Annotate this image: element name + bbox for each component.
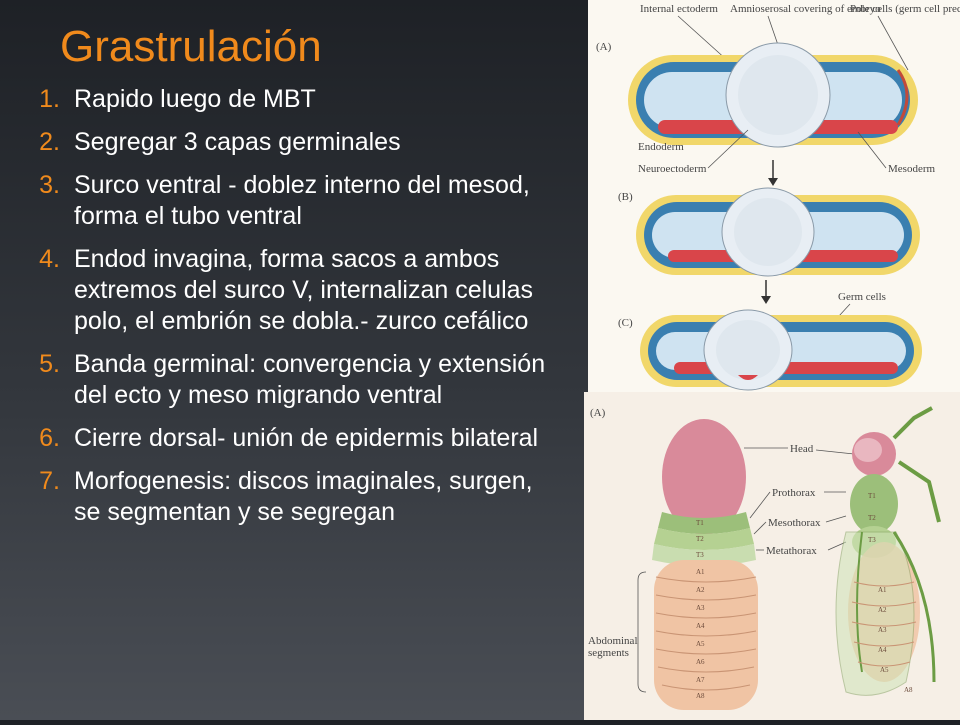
label-panel-c: (C) xyxy=(618,317,633,329)
list-item: 1. Rapido luego de MBT xyxy=(22,84,562,115)
list-item: 2. Segregar 3 capas germinales xyxy=(22,127,562,158)
adult-segment-a8: A8 xyxy=(904,686,913,694)
label-panel-b: (B) xyxy=(618,191,633,203)
segment-t1: T1 xyxy=(696,519,704,527)
segment-a1: A1 xyxy=(696,568,705,576)
list-item: 7. Morfogenesis: discos imaginales, surg… xyxy=(22,466,562,528)
adult-segment-t3: T3 xyxy=(868,536,876,544)
item-number: 4. xyxy=(39,245,60,273)
adult-segment-a5: A5 xyxy=(880,666,889,674)
label-pole-cells: Pole cells (germ cell precursors) xyxy=(850,3,960,15)
item-text: Cierre dorsal- unión de epidermis bilate… xyxy=(74,424,539,452)
adult-segment-a1: A1 xyxy=(878,586,887,594)
label-internal-ectoderm: Internal ectoderm xyxy=(640,3,718,15)
label-endoderm: Endoderm xyxy=(638,141,684,153)
adult-segment-a2: A2 xyxy=(878,606,887,614)
label-abdominal: Abdominal xyxy=(588,635,638,647)
list-item: 6. Cierre dorsal- unión de epidermis bil… xyxy=(22,423,562,454)
adult-segment-a4: A4 xyxy=(878,646,887,654)
gastrulation-figure: Internal ectoderm Amnioserosal covering … xyxy=(588,0,960,392)
embryo-c xyxy=(640,309,922,391)
segment-a8: A8 xyxy=(696,692,705,700)
item-number: 7. xyxy=(39,467,60,495)
item-text: Morfogenesis: discos imaginales, surgen,… xyxy=(74,467,533,526)
segment-a5: A5 xyxy=(696,640,705,648)
points-list: 1. Rapido luego de MBT 2. Segregar 3 cap… xyxy=(22,84,562,540)
item-number: 2. xyxy=(39,128,60,156)
adult-segment-t1: T1 xyxy=(868,492,876,500)
item-number: 5. xyxy=(39,350,60,378)
label-metathorax: Metathorax xyxy=(766,545,817,557)
embryo-b xyxy=(636,187,920,277)
gastrulation-diagram: Internal ectoderm Amnioserosal covering … xyxy=(596,3,960,391)
item-text: Surco ventral - doblez interno del mesod… xyxy=(74,171,530,230)
segment-a4: A4 xyxy=(696,622,705,630)
label-panel-a: (A) xyxy=(596,41,612,53)
segment-a6: A6 xyxy=(696,658,705,666)
label-head: Head xyxy=(790,443,814,455)
segment-a3: A3 xyxy=(696,604,705,612)
segmentation-figure: (A) T1 T2 T3 xyxy=(584,392,960,720)
item-text: Rapido luego de MBT xyxy=(74,85,316,113)
item-number: 6. xyxy=(39,424,60,452)
embryo-a xyxy=(628,42,918,148)
label-mesothorax: Mesothorax xyxy=(768,517,821,529)
label-amnioserosal: Amnioserosal covering of embryo xyxy=(730,3,881,15)
label-prothorax: Prothorax xyxy=(772,487,816,499)
adult-segment-t2: T2 xyxy=(868,514,876,522)
label-segments: segments xyxy=(588,647,629,659)
list-item: 4. Endod invagina, forma sacos a ambos e… xyxy=(22,244,562,337)
item-text: Segregar 3 capas germinales xyxy=(74,128,401,156)
list-item: 5. Banda germinal: convergencia y extens… xyxy=(22,349,562,411)
item-text: Endod invagina, forma sacos a ambos extr… xyxy=(74,245,534,335)
segment-t2: T2 xyxy=(696,535,704,543)
label-neuroectoderm: Neuroectoderm xyxy=(638,163,707,175)
segment-a2: A2 xyxy=(696,586,705,594)
item-number: 1. xyxy=(39,85,60,113)
item-number: 3. xyxy=(39,171,60,199)
list-item: 3. Surco ventral - doblez interno del me… xyxy=(22,170,562,232)
adult-fly: T1 T2 T3 A1 A2 A3 A4 A5 A8 xyxy=(835,406,941,696)
label-mesoderm: Mesoderm xyxy=(888,163,935,175)
segmentation-diagram: (A) T1 T2 T3 xyxy=(588,406,941,710)
item-text: Banda germinal: convergencia y extensión… xyxy=(74,350,546,409)
slide-title: Grastrulación xyxy=(60,22,322,71)
segment-t3: T3 xyxy=(696,551,704,559)
label-panel-a: (A) xyxy=(590,407,606,419)
label-germ-cells: Germ cells xyxy=(838,291,886,303)
larva: T1 T2 T3 A1 A2 A3 A4 A5 A6 A7 A8 xyxy=(652,419,758,710)
adult-segment-a3: A3 xyxy=(878,626,887,634)
segment-a7: A7 xyxy=(696,676,705,684)
